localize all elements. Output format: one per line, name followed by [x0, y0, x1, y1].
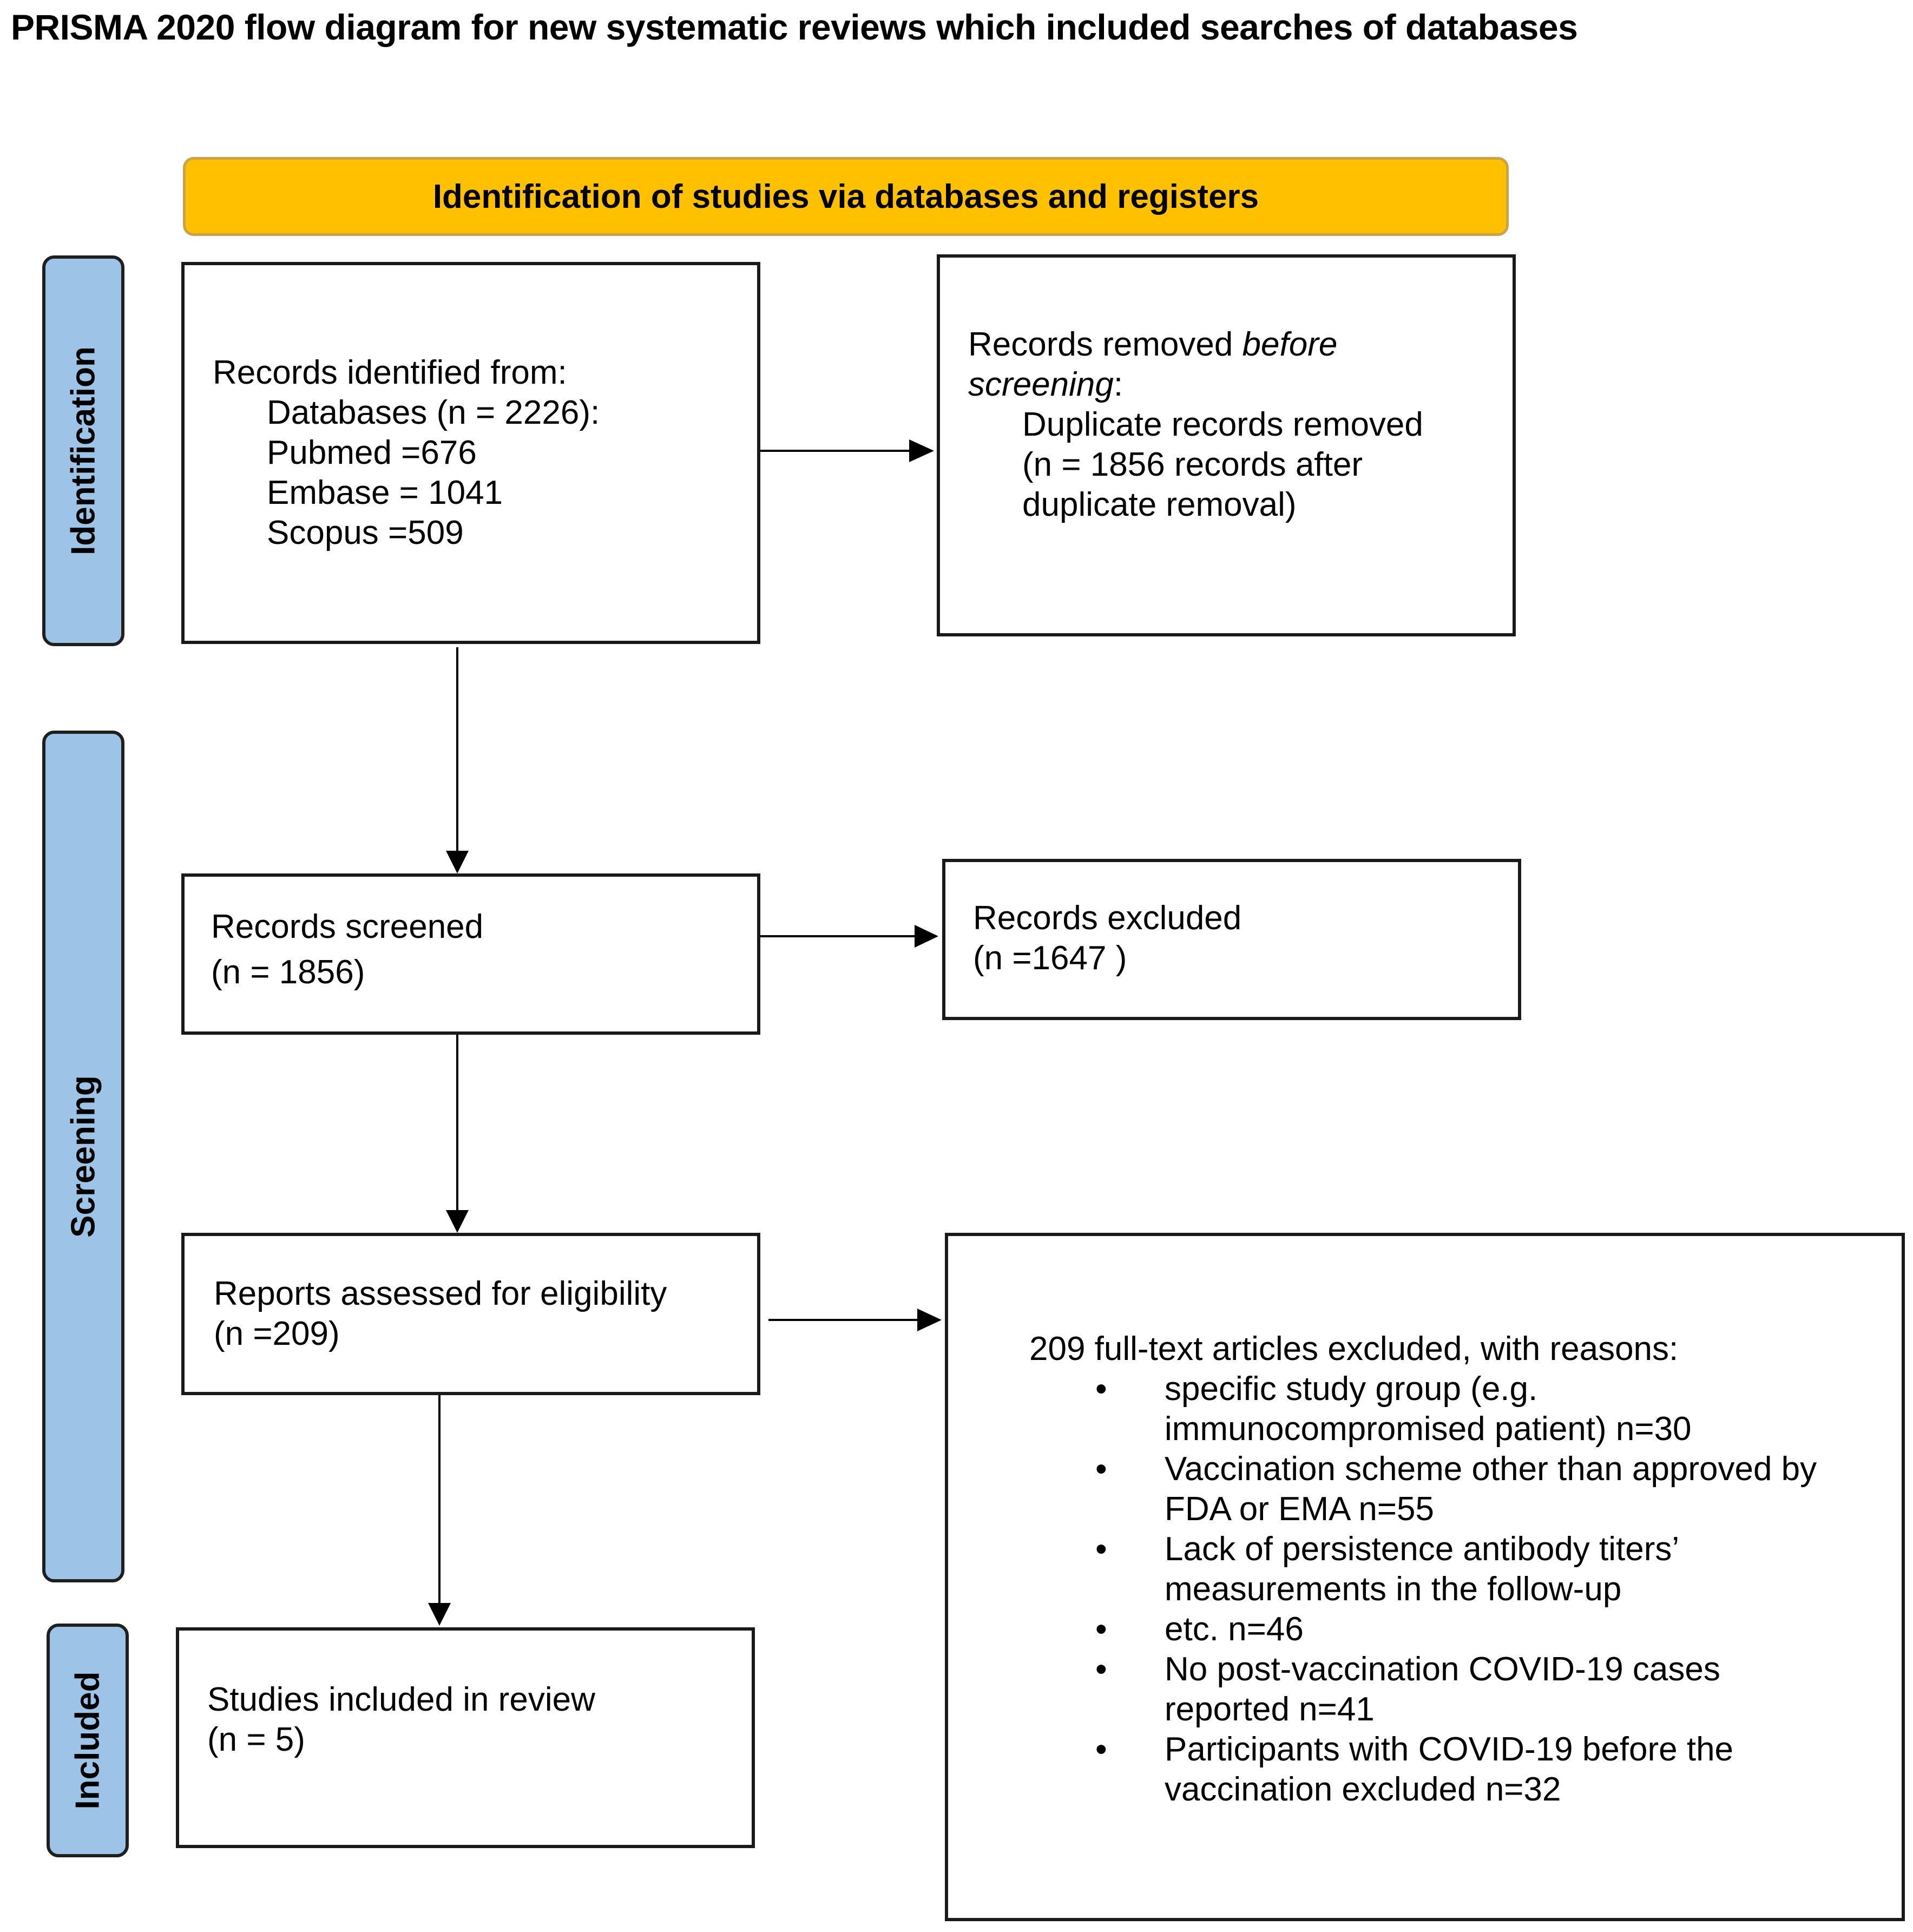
studies-included-box	[176, 1627, 755, 1848]
pubmed-count: Pubmed =676	[267, 434, 477, 471]
records-screened-count: (n = 1856)	[211, 954, 365, 991]
bullet-icon: •	[1095, 1370, 1107, 1408]
exclusion-reason: • etc. n=46	[1029, 1609, 1817, 1650]
eligibility-count: (n =209)	[214, 1315, 340, 1352]
studies-included-text: Studies included in review (n = 5)	[207, 1680, 595, 1760]
records-excluded-box	[942, 859, 1521, 1020]
fulltext-excluded-text: 209 full-text articles excluded, with re…	[1029, 1329, 1817, 1810]
exclusion-reason: • Vaccination scheme other than approved…	[1095, 1450, 1817, 1528]
records-removed-box	[937, 254, 1516, 636]
phase-included: Included	[47, 1624, 129, 1857]
records-excluded-label: Records excluded	[973, 899, 1242, 937]
records-excluded-text: Records excluded (n =1647 )	[973, 898, 1241, 978]
eligibility-text: Reports assessed for eligibility (n =209…	[214, 1274, 667, 1354]
embase-count: Embase = 1041	[267, 474, 503, 511]
bullet-icon: •	[1095, 1651, 1107, 1688]
bullet-icon: •	[1095, 1450, 1107, 1488]
removed-line-4: (n = 1856 records after	[1022, 446, 1363, 483]
fulltext-excluded-box	[945, 1233, 1905, 1921]
eligibility-label: Reports assessed for eligibility	[214, 1275, 667, 1312]
records-identified-heading: Records identified from:	[213, 354, 567, 391]
arrowhead	[909, 439, 934, 462]
bullet-icon: •	[1095, 1611, 1107, 1648]
records-screened-label: Records screened	[211, 908, 484, 945]
records-excluded-count: (n =1647 )	[973, 939, 1127, 977]
removed-line-5: duplicate removal)	[1022, 486, 1297, 523]
phase-screening: Screening	[42, 731, 124, 1582]
removed-line-2: screening:	[968, 366, 1123, 403]
arrowhead	[428, 1603, 451, 1626]
studies-included-count: (n = 5)	[207, 1721, 305, 1758]
records-removed-text: Records removed before screening: Duplic…	[968, 325, 1423, 525]
identification-banner: Identification of studies via databases …	[183, 157, 1509, 236]
exclusion-reason: • Lack of persistence antibody titers’ m…	[1095, 1530, 1680, 1608]
removed-line-3: Duplicate records removed	[1022, 406, 1423, 443]
exclusion-reason: • No post-vaccination COVID-19 cases rep…	[1095, 1651, 1720, 1728]
arrowhead	[446, 851, 469, 873]
bullet-icon: •	[1095, 1731, 1107, 1768]
studies-included-label: Studies included in review	[207, 1681, 595, 1718]
exclusion-reason: • specific study group (e.g. immunocompr…	[1095, 1370, 1692, 1448]
exclusion-reasons-list: • specific study group (e.g. immunocompr…	[1029, 1369, 1817, 1810]
scopus-count: Scopus =509	[267, 514, 464, 551]
arrowhead	[915, 925, 938, 948]
removed-line-1: Records removed before	[968, 326, 1338, 363]
exclusion-reason: • Participants with COVID-19 before the …	[1095, 1731, 1734, 1808]
records-screened-text: Records screened (n = 1856)	[211, 907, 483, 993]
records-identified-box	[181, 262, 760, 644]
databases-count: Databases (n = 2226):	[267, 394, 600, 431]
arrowhead	[917, 1309, 942, 1331]
page-title: PRISMA 2020 flow diagram for new systema…	[11, 7, 1578, 47]
banner-label: Identification of studies via databases …	[432, 178, 1259, 215]
arrowhead	[446, 1210, 469, 1233]
fulltext-excluded-heading: 209 full-text articles excluded, with re…	[1029, 1330, 1679, 1368]
phase-identification: Identification	[42, 255, 124, 646]
records-screened-box	[181, 873, 760, 1035]
bullet-icon: •	[1095, 1530, 1107, 1568]
eligibility-box	[181, 1233, 760, 1395]
records-identified-text: Records identified from: Databases (n = …	[213, 353, 600, 553]
